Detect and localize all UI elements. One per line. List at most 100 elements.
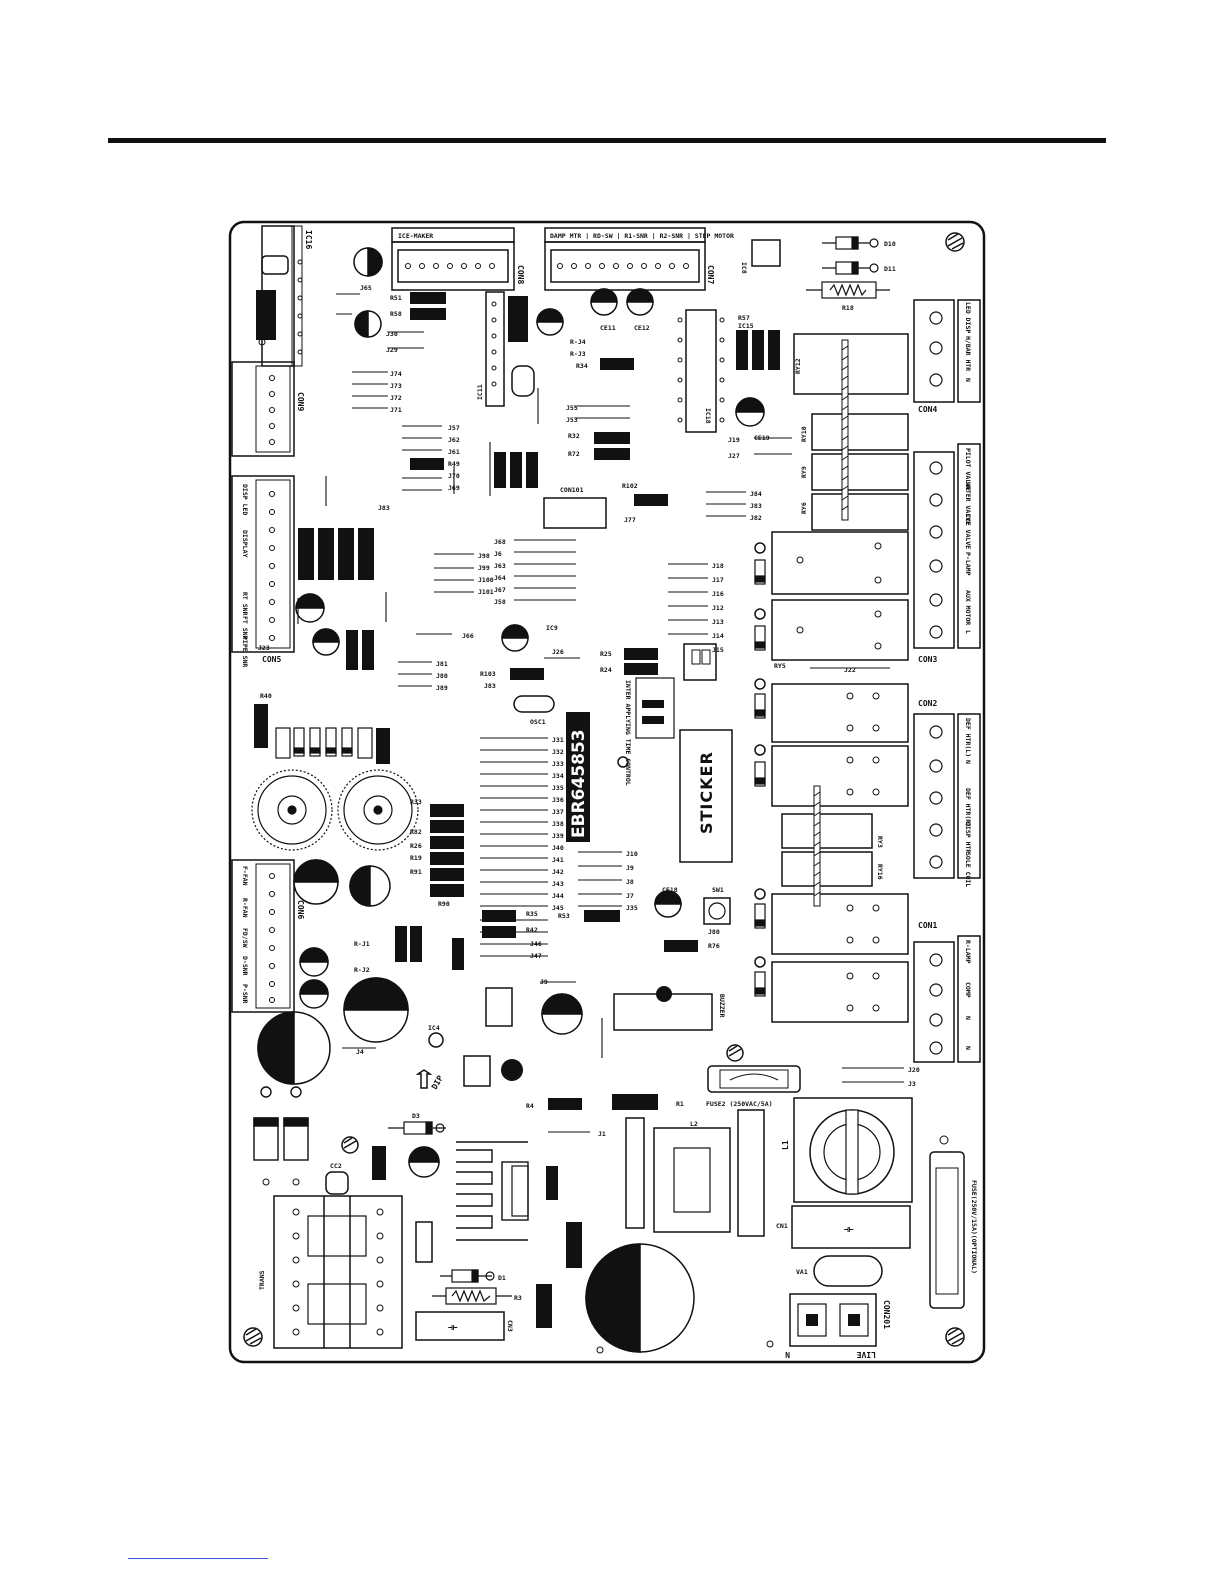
con201-n-pin [806,1314,818,1326]
j101-text: J101 [478,588,494,596]
inter-sw-a [642,700,664,708]
right-label-low-1: N [964,760,972,764]
j44-text: J44 [552,892,564,900]
electrolytic-caps [257,247,765,1353]
l1-core [845,1109,859,1195]
right-label-top-1: H/BAR HTR [964,336,972,371]
j35b-text: J35 [626,904,638,912]
j58-text: J58 [494,598,506,606]
trans-core-b [307,1283,367,1325]
j64-text: J64 [494,574,506,582]
j3-text: J3 [908,1080,916,1088]
j27-text: J27 [728,452,740,460]
rj3-text: R-J3 [570,350,586,358]
r91-text: R91 [410,868,422,876]
j66-text: J66 [462,632,474,640]
con1-label: CON1 [918,921,937,930]
toroid-l4 [251,769,333,851]
con3-label: CON3 [918,655,937,664]
j39-text: J39 [552,832,564,840]
connector-pins-top [405,263,689,269]
con5-label-3: FT SNR [241,616,249,640]
j6-text: J6 [494,550,502,558]
ic9-dot [501,1059,523,1081]
con201-n [797,1303,827,1337]
scr1-body [625,1117,645,1229]
right-label-bottom-2: N [964,1016,972,1020]
top-rule [108,138,1106,143]
right-label-top-2: N [964,378,972,382]
con6-label-2: FD/SW [241,928,249,948]
r1-text: R1 [676,1100,684,1108]
right-label-top-0: LED DISP [964,302,972,333]
j31-text: J31 [552,736,564,744]
j37-text: J37 [552,808,564,816]
j16-text: J16 [712,590,724,598]
relays [771,333,909,1023]
con201-label: CON201 [882,1300,891,1329]
inter-label: INTER APPLYING TIME CONTROL [624,680,632,786]
j69-text: J69 [448,484,460,492]
ic9-body [463,1055,491,1087]
j9-text: J9 [626,864,634,872]
right-label-low-4: SOLE COIL [964,852,972,887]
resistor-blocks [254,290,780,1328]
con6-label-4: F-FAN [241,866,249,886]
j20-text: J20 [908,1066,920,1074]
con201-box [789,1293,877,1347]
right-label-bottom-3: N [964,1046,972,1050]
j83-text: J83 [750,502,762,510]
r103-text: R103 [480,670,496,678]
j10-text: J10 [626,850,638,858]
j46-text: J46 [530,940,542,948]
r58-text: R58 [390,310,402,318]
cc2 [325,1171,349,1195]
j61-text: J61 [448,448,460,456]
r72-text: R72 [568,450,580,458]
con6-box [231,859,295,1013]
live-label: LIVE [857,1350,876,1359]
ic8-label: IC8 [740,262,748,274]
j1-text: J1 [598,1130,606,1138]
r90-text: R90 [438,900,450,908]
board-outline [228,220,986,1364]
r35-text: R35 [526,910,538,918]
j9b-text: J9 [540,978,548,986]
right-label-low-3: DISP HTR [964,822,972,853]
trans-core-a [307,1215,367,1257]
con5-inner [255,479,291,649]
header-damp-text: DAMP MTR | RD-SW | R1-SNR | R2-SNR | STE… [550,232,734,241]
pads [258,259,949,1354]
jumper-arrows [297,293,904,1133]
rj4-text: R-J4 [570,338,586,346]
con5-label-4: PIPE SNR [241,636,249,667]
va1-label: VA1 [796,1268,808,1276]
j68-text: J68 [494,538,506,546]
j98-text: J98 [478,552,490,560]
sw2-toggle-b [701,649,711,665]
diode-d3 [388,1121,446,1135]
ic9-text: IC9 [546,624,558,632]
r24-text: R24 [600,666,612,674]
relay-pins [796,542,882,1012]
j43-text: J43 [552,880,564,888]
d3-text: D3 [412,1112,420,1120]
con5-box [231,475,295,653]
ic5-body [485,987,513,1027]
right-label-low-0: DEF HTR(L) [964,718,972,757]
fuse2-glass [719,1069,789,1089]
con9-box [231,361,295,457]
j55-text: J55 [566,404,578,412]
ic11-label: IC11 [476,384,484,400]
diode-d1 [440,1269,495,1283]
trans-label: TRANS [258,1270,266,1290]
ic16-strip [291,225,303,367]
ic4-body [428,1032,444,1048]
j45-text: J45 [552,904,564,912]
con201-l [839,1303,869,1337]
right-label-low-2: DEF HTR(R) [964,788,972,827]
con201-l-pin [848,1314,860,1326]
resistor-r3 [432,1287,512,1305]
right-label-mid-1: WATER VALVE [964,482,972,525]
